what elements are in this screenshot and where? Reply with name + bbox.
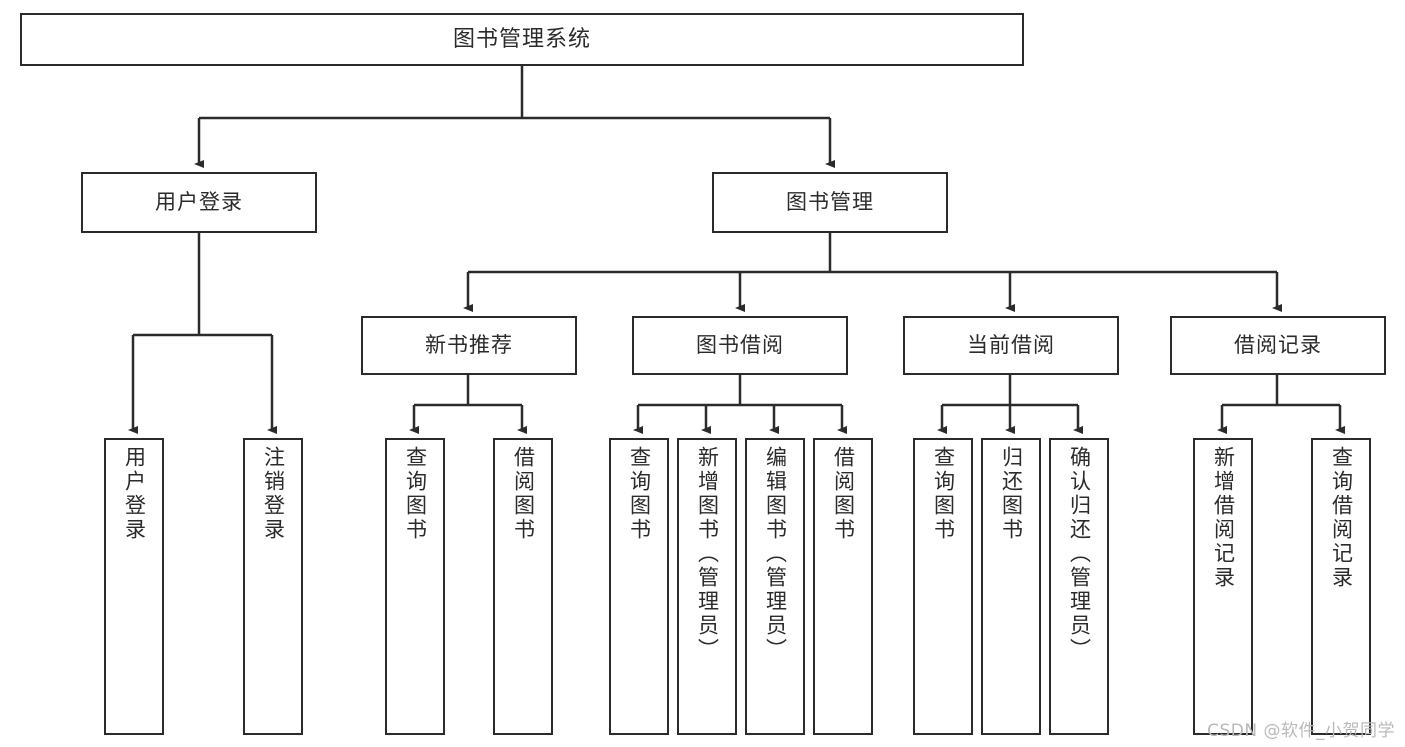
- leaf-book-borrow-borrow[interactable]: 借阅图书: [813, 438, 873, 735]
- node-label: 归还图书: [999, 446, 1024, 542]
- leaf-current-borrow-query[interactable]: 查询图书: [913, 438, 973, 735]
- node-label: 查询借阅记录: [1329, 446, 1354, 590]
- node-label: 查询图书: [931, 446, 956, 542]
- node-label: 新书推荐: [425, 333, 513, 358]
- leaf-user-login-login[interactable]: 用户登录: [104, 438, 164, 735]
- node-label: 新增借阅记录: [1211, 446, 1236, 590]
- leaf-book-borrow-query[interactable]: 查询图书: [609, 438, 669, 735]
- node-borrow-record[interactable]: 借阅记录: [1170, 316, 1386, 375]
- node-label: 用户登录: [122, 446, 147, 542]
- leaf-current-borrow-return[interactable]: 归还图书: [981, 438, 1041, 735]
- node-label: 确认归还（管理员）: [1067, 446, 1092, 662]
- node-book-borrow[interactable]: 图书借阅: [632, 316, 848, 375]
- node-new-book-recommend[interactable]: 新书推荐: [361, 316, 577, 375]
- leaf-new-book-query[interactable]: 查询图书: [385, 438, 445, 735]
- leaf-book-borrow-edit[interactable]: 编辑图书（管理员）: [745, 438, 805, 735]
- leaf-user-login-logout[interactable]: 注销登录: [243, 438, 303, 735]
- leaf-current-borrow-confirm-return[interactable]: 确认归还（管理员）: [1049, 438, 1109, 735]
- node-label: 图书借阅: [696, 333, 784, 358]
- node-label: 用户登录: [155, 190, 243, 215]
- leaf-borrow-record-add[interactable]: 新增借阅记录: [1193, 438, 1253, 735]
- node-user-login[interactable]: 用户登录: [81, 172, 317, 233]
- leaf-book-borrow-add[interactable]: 新增图书（管理员）: [677, 438, 737, 735]
- leaf-borrow-record-query[interactable]: 查询借阅记录: [1311, 438, 1371, 735]
- node-label: 编辑图书（管理员）: [763, 446, 788, 662]
- node-label: 注销登录: [261, 446, 286, 542]
- node-label: 查询图书: [403, 446, 428, 542]
- node-label: 借阅图书: [511, 446, 536, 542]
- node-label: 图书管理系统: [452, 26, 591, 52]
- node-label: 查询图书: [627, 446, 652, 542]
- node-label: 借阅记录: [1234, 333, 1322, 358]
- node-current-borrow[interactable]: 当前借阅: [903, 316, 1119, 375]
- node-book-management[interactable]: 图书管理: [712, 172, 948, 233]
- node-label: 新增图书（管理员）: [695, 446, 720, 662]
- node-label: 图书管理: [786, 190, 874, 215]
- node-label: 当前借阅: [967, 333, 1055, 358]
- watermark-text: CSDN @软件_小贺同学: [1207, 721, 1395, 741]
- leaf-new-book-borrow[interactable]: 借阅图书: [493, 438, 553, 735]
- node-root-book-management-system[interactable]: 图书管理系统: [20, 13, 1024, 66]
- node-label: 借阅图书: [831, 446, 856, 542]
